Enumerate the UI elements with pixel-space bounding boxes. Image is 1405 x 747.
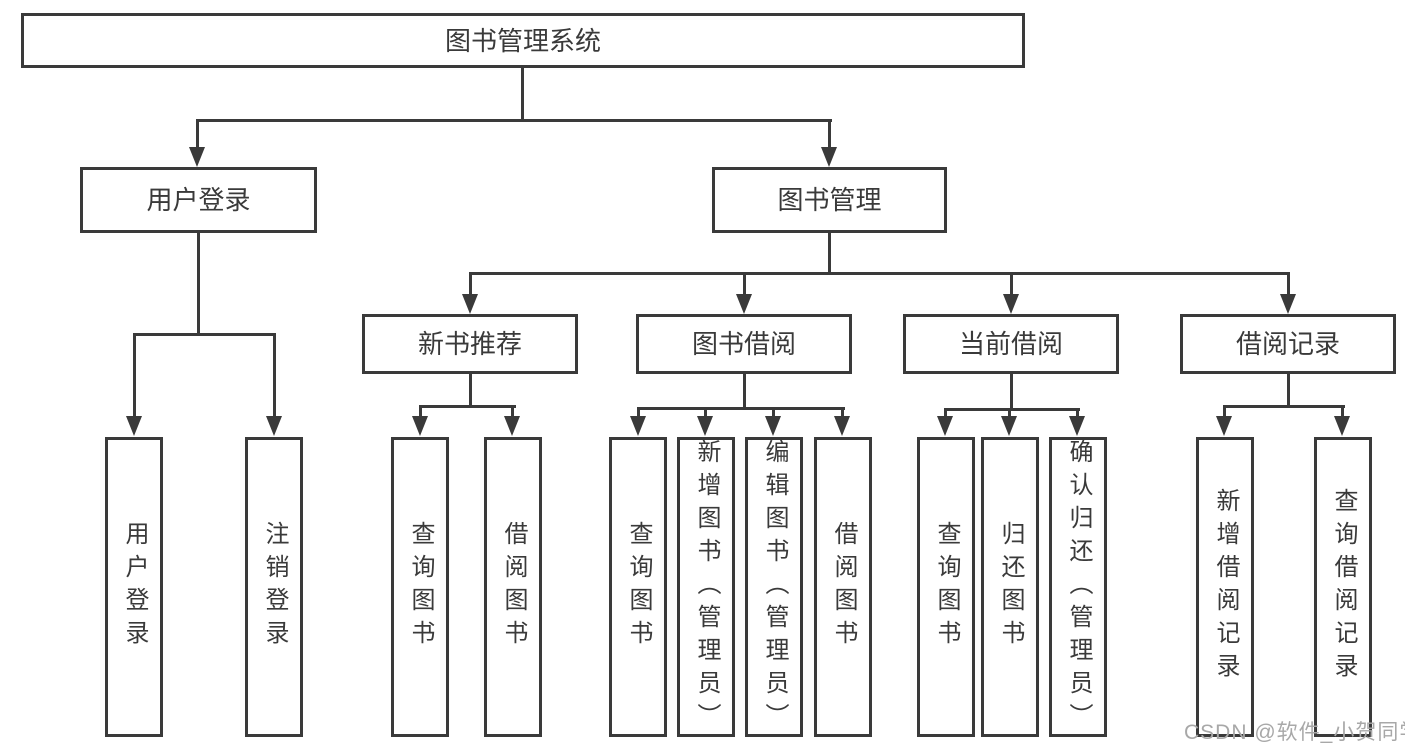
node-book-borrowing: 图书借阅 [636,314,852,374]
arrowhead-icon [821,147,837,167]
leaf-label: 注销登录 [261,521,288,653]
connector-drop-group [469,272,472,296]
leaf-label: 确认归还（管理员） [1065,438,1092,736]
connector-drop-leaf [511,405,514,418]
leaf-confirm-return-admin: 确认归还（管理员） [1049,437,1107,737]
leaf-logout: 注销登录 [245,437,303,737]
leaf-label: 查询借阅记录 [1330,488,1357,686]
connector-drop-group [1287,272,1290,296]
connector-root-hbar [196,119,832,122]
connector-current-stem [1010,374,1013,411]
arrowhead-icon [1069,416,1085,436]
node-label: 用户登录 [146,185,251,215]
arrowhead-icon [834,416,850,436]
connector-drop-user-login [196,119,199,150]
connector-drop-group [743,272,746,296]
arrowhead-icon [412,416,428,436]
connector-borrowing-hbar [637,407,845,410]
node-current-borrowing: 当前借阅 [903,314,1119,374]
connector-drop-leaf [1341,405,1344,418]
arrowhead-icon [266,416,282,436]
node-label: 图书借阅 [691,329,796,359]
connector-root-stem [521,66,524,121]
connector-drop-leaf [704,407,707,418]
arrowhead-icon [1003,294,1019,314]
arrowhead-icon [630,416,646,436]
leaf-label: 借阅图书 [500,521,527,653]
leaf-query-books-current: 查询图书 [917,437,975,737]
leaf-label: 新增图书（管理员） [693,438,720,736]
node-label: 图书管理 [777,185,882,215]
connector-newbook-hbar [419,405,516,408]
arrowhead-icon [1001,416,1017,436]
connector-drop-leaf [637,407,640,418]
leaf-borrow-books-recommend: 借阅图书 [484,437,542,737]
connector-bookmgmt-stem [828,233,831,275]
connector-newbook-stem [469,374,472,408]
connector-drop-leaf [273,333,276,418]
leaf-borrow-books-borrowing: 借阅图书 [814,437,872,737]
node-label: 借阅记录 [1235,329,1340,359]
leaf-add-book-admin: 新增图书（管理员） [677,437,735,737]
connector-userlogin-stem [197,233,200,336]
node-label: 当前借阅 [958,329,1063,359]
leaf-return-books: 归还图书 [981,437,1039,737]
connector-drop-leaf [772,407,775,418]
arrowhead-icon [697,416,713,436]
connector-drop-leaf [841,407,844,418]
connector-drop-leaf [133,333,136,418]
leaf-label: 归还图书 [997,521,1024,653]
connector-drop-leaf [1223,405,1226,418]
arrowhead-icon [736,294,752,314]
connector-records-hbar [1223,405,1345,408]
connector-records-stem [1287,374,1290,408]
node-book-management: 图书管理 [712,167,947,233]
arrowhead-icon [937,416,953,436]
leaf-label: 借阅图书 [830,521,857,653]
leaf-label: 用户登录 [121,521,148,653]
arrowhead-icon [1216,416,1232,436]
connector-current-hbar [944,408,1080,411]
node-user-login: 用户登录 [80,167,317,233]
connector-userlogin-hbar [133,333,276,336]
connector-drop-leaf [1076,408,1079,418]
leaf-query-borrow-record: 查询借阅记录 [1314,437,1372,737]
connector-drop-group [1010,272,1013,296]
arrowhead-icon [189,147,205,167]
arrowhead-icon [504,416,520,436]
leaf-label: 编辑图书（管理员） [761,438,788,736]
connector-drop-leaf [419,405,422,418]
connector-drop-book-management [828,119,831,150]
connector-drop-leaf [1008,408,1011,418]
leaf-label: 查询图书 [625,521,652,653]
leaf-add-borrow-record: 新增借阅记录 [1196,437,1254,737]
connector-drop-leaf [944,408,947,418]
arrowhead-icon [1280,294,1296,314]
leaf-label: 新增借阅记录 [1212,488,1239,686]
leaf-query-books-borrowing: 查询图书 [609,437,667,737]
arrowhead-icon [765,416,781,436]
csdn-watermark: CSDN @软件_小贺同学 [1184,721,1405,744]
leaf-user-login: 用户登录 [105,437,163,737]
arrowhead-icon [462,294,478,314]
connector-bookmgmt-hbar [469,272,1290,275]
node-new-book-recommendation: 新书推荐 [362,314,578,374]
node-label: 图书管理系统 [444,25,601,56]
arrowhead-icon [1334,416,1350,436]
leaf-label: 查询图书 [933,521,960,653]
leaf-label: 查询图书 [407,521,434,653]
node-library-management-system: 图书管理系统 [21,13,1025,68]
leaf-query-books-recommend: 查询图书 [391,437,449,737]
node-label: 新书推荐 [417,329,522,359]
leaf-edit-book-admin: 编辑图书（管理员） [745,437,803,737]
connector-borrowing-stem [743,374,746,410]
node-borrowing-records: 借阅记录 [1180,314,1396,374]
arrowhead-icon [126,416,142,436]
